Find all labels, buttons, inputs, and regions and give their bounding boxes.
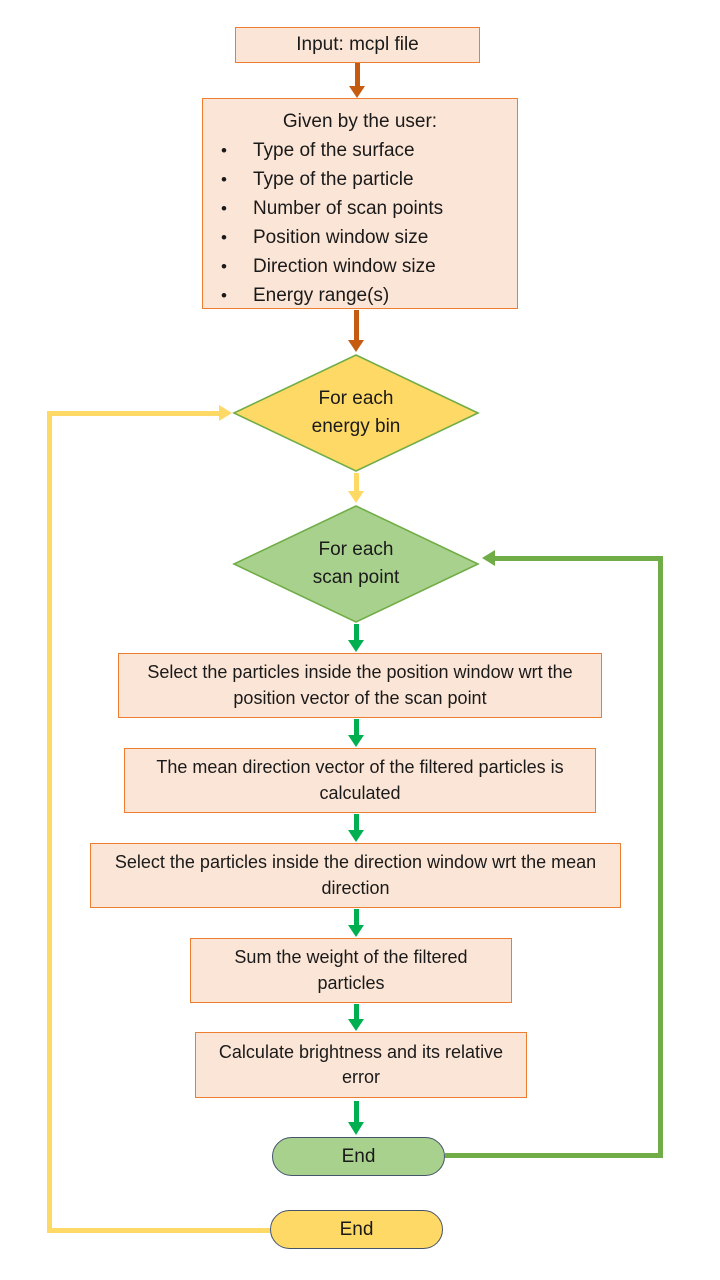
bullet-icon: • xyxy=(221,170,227,189)
list-item: • Type of the particle xyxy=(203,165,517,194)
energy-loop-diamond: For each energy bin xyxy=(232,354,480,472)
energy-loop-label: For each energy bin xyxy=(311,388,401,437)
list-item-label: Number of scan points xyxy=(253,198,444,219)
list-item-label: Position window size xyxy=(253,227,429,248)
list-item-label: Energy range(s) xyxy=(253,285,390,306)
list-item-label: Type of the particle xyxy=(253,169,414,190)
bullet-icon: • xyxy=(221,286,227,305)
arrowhead-into-scan-loop-icon xyxy=(482,550,495,566)
bullet-icon: • xyxy=(221,199,227,218)
list-item-label: Direction window size xyxy=(253,256,436,277)
bullet-icon: • xyxy=(221,228,227,247)
process-select-position-node: Select the particles inside the position… xyxy=(118,653,602,718)
arrow-to-calc-brightness-icon xyxy=(348,1004,364,1031)
user-params-title: Given by the user: xyxy=(282,111,438,132)
arrow-scan-to-select-position-icon xyxy=(348,624,364,652)
arrow-params-to-energy-loop-icon xyxy=(348,310,364,352)
process-label: Sum the weight of the filtered particles xyxy=(234,947,468,993)
input-node-label: Input: mcpl file xyxy=(296,33,419,55)
arrow-input-to-params-icon xyxy=(349,63,365,98)
scan-loop-end-node: End xyxy=(272,1137,445,1176)
process-label: Calculate brightness and its relative er… xyxy=(218,1041,504,1087)
input-node: Input: mcpl file xyxy=(235,27,480,63)
scan-loop-label: For each scan point xyxy=(312,539,400,588)
list-item: • Number of scan points xyxy=(203,194,517,223)
arrow-energy-to-scan-loop-icon xyxy=(348,473,364,503)
list-item: • Position window size xyxy=(203,223,517,252)
list-item-label: Type of the surface xyxy=(253,140,415,161)
list-item: • Energy range(s) xyxy=(203,281,517,310)
process-label: Select the particles inside the directio… xyxy=(114,852,597,898)
end-label: End xyxy=(339,1218,374,1240)
energy-loop-end-node: End xyxy=(270,1210,443,1249)
process-calc-brightness-node: Calculate brightness and its relative er… xyxy=(195,1032,527,1098)
list-item: • Direction window size xyxy=(203,252,517,281)
bullet-icon: • xyxy=(221,141,227,160)
process-label: The mean direction vector of the filtere… xyxy=(156,757,564,803)
process-select-direction-node: Select the particles inside the directio… xyxy=(90,843,621,908)
process-sum-weight-node: Sum the weight of the filtered particles xyxy=(190,938,512,1003)
arrow-to-scan-end-icon xyxy=(348,1101,364,1135)
user-params-list: • Type of the surface • Type of the part… xyxy=(203,136,517,310)
process-mean-direction-node: The mean direction vector of the filtere… xyxy=(124,748,596,813)
bullet-icon: • xyxy=(221,257,227,276)
diamond-shape-icon xyxy=(232,354,480,472)
user-params-node: Given by the user: • Type of the surface… xyxy=(202,98,518,309)
list-item: • Type of the surface xyxy=(203,136,517,165)
diamond-shape-icon xyxy=(232,505,480,623)
process-label: Select the particles inside the position… xyxy=(147,662,573,708)
end-label: End xyxy=(341,1145,376,1167)
arrow-to-select-direction-icon xyxy=(348,814,364,842)
scan-loop-diamond: For each scan point xyxy=(232,505,480,623)
arrow-to-mean-direction-icon xyxy=(348,719,364,747)
arrowhead-into-energy-loop-icon xyxy=(219,405,232,421)
arrow-to-sum-weight-icon xyxy=(348,909,364,937)
